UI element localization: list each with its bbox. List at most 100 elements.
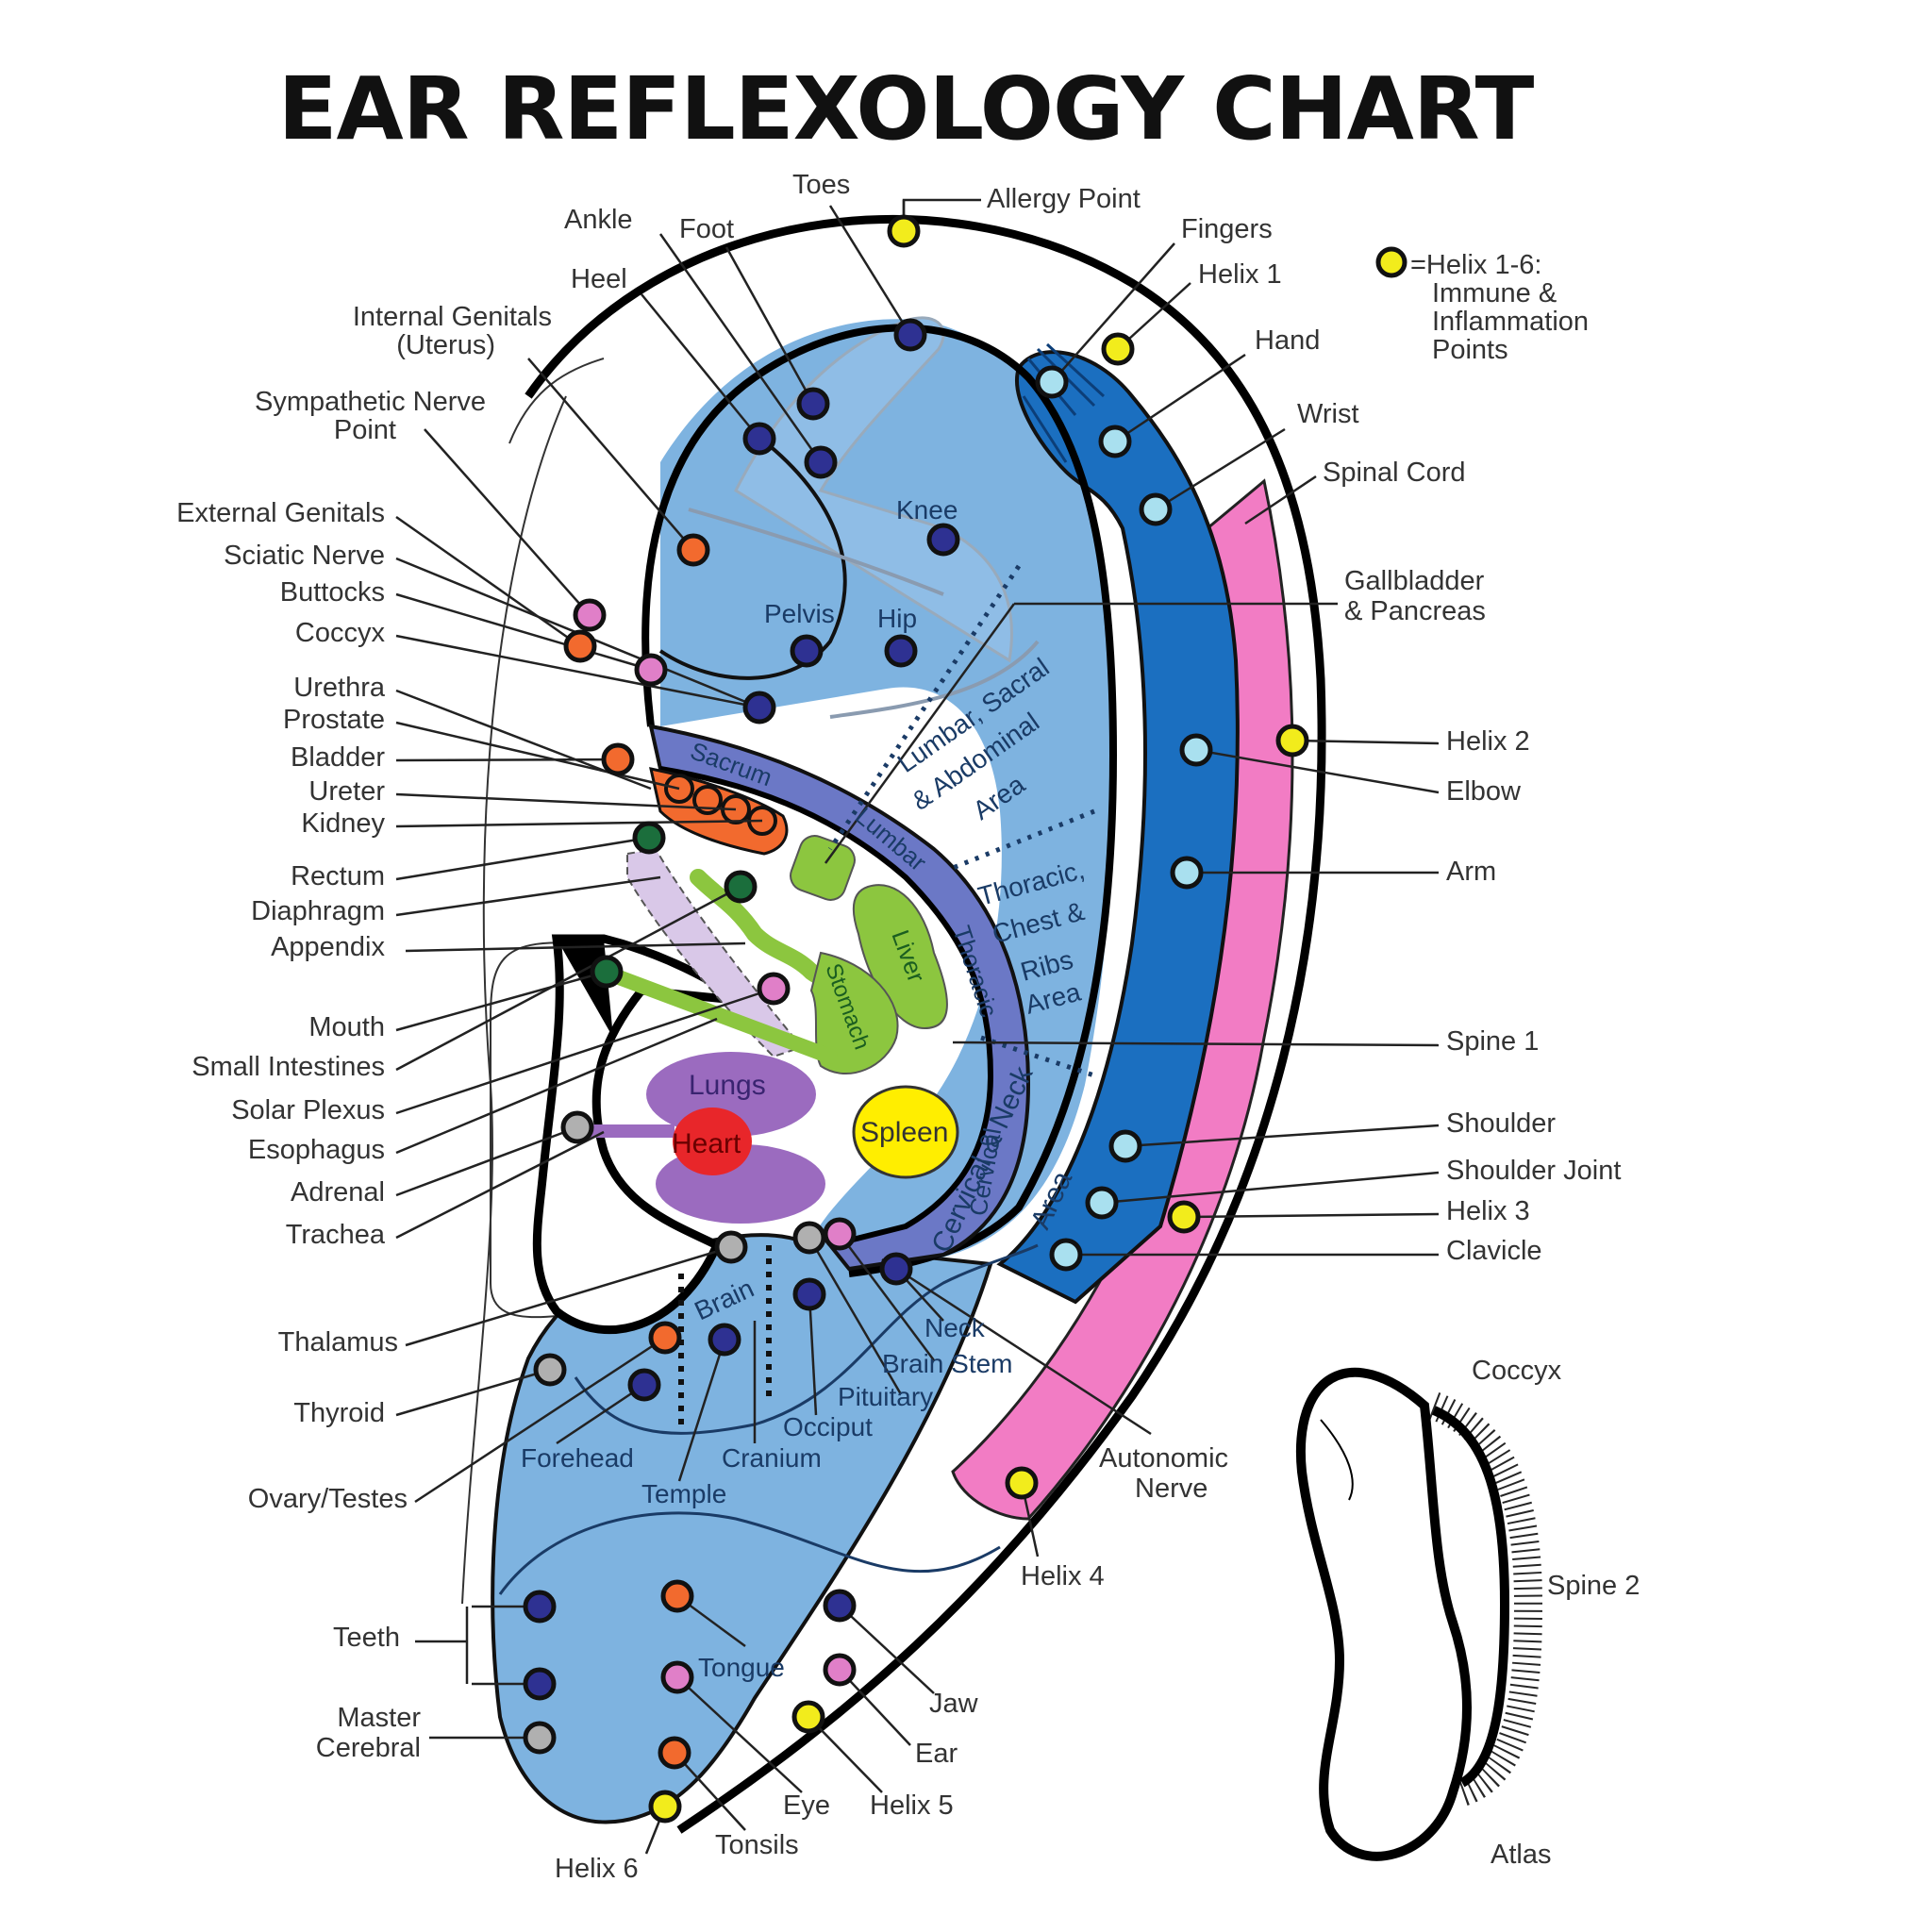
outer-guide-line-2 (461, 395, 567, 1605)
gallbladder-shape (790, 835, 856, 901)
temple-point (708, 1323, 741, 1357)
label-gallbladder: Gallbladder (1344, 566, 1485, 596)
elbow-point-leader (1195, 748, 1440, 794)
diaphragm-leader (395, 875, 661, 917)
label-solar-plexus: Solar Plexus (231, 1095, 385, 1125)
heel-point (742, 422, 776, 456)
organ-knee: Knee (896, 495, 958, 525)
ear-shapes (461, 215, 1326, 1834)
buttocks-point (634, 653, 668, 687)
label-thyroid: Thyroid (293, 1398, 385, 1428)
ear-point (823, 1653, 857, 1687)
label-sympathetic-nerve: Sympathetic Nerve (255, 387, 486, 417)
spleen-shape (852, 1085, 959, 1179)
pelvis-point (790, 634, 824, 668)
ureter-leader (395, 792, 737, 811)
label-uterus: (Uterus) (396, 330, 495, 360)
allergy-point (887, 214, 921, 248)
label-eye: Eye (783, 1790, 830, 1821)
ankle-point (804, 445, 838, 479)
organ-heart: Heart (672, 1128, 741, 1159)
foot-point (796, 387, 830, 421)
organ-lungs: Lungs (689, 1070, 766, 1101)
master-cerebral-point (523, 1721, 557, 1755)
label-buttocks: Buttocks (280, 577, 385, 608)
temple-point-leader (677, 1339, 726, 1482)
hip-point (884, 634, 918, 668)
spine2-dots (1428, 1391, 1543, 1807)
label-prostate: Prostate (283, 705, 385, 735)
label-ankle: Ankle (564, 205, 633, 235)
internal-genitals-point-leader (527, 358, 694, 551)
jaw-point (823, 1589, 857, 1623)
fingers-point-leader (1051, 242, 1175, 383)
inset-ear (1295, 1367, 1543, 1861)
label-inset-coccyx: Coccyx (1472, 1356, 1562, 1386)
organ-brain-stem: Brain Stem (882, 1349, 1013, 1378)
label-urethra: Urethra (293, 673, 386, 703)
adrenal-point (560, 1110, 594, 1144)
inset-ear-outline (1295, 1367, 1472, 1861)
organ-temple: Temple (641, 1479, 726, 1508)
jaw-point-leader (839, 1605, 935, 1694)
fingers-point (1035, 365, 1069, 399)
label-hand: Hand (1255, 325, 1320, 356)
organ-occiput: Occiput (783, 1412, 873, 1441)
helix-2-point (1275, 724, 1309, 758)
label-fingers: Fingers (1181, 214, 1273, 244)
label-small-intestines: Small Intestines (192, 1052, 385, 1082)
spine1-leader (952, 1041, 1440, 1047)
helix-3-point (1167, 1200, 1201, 1234)
ovary-point (648, 1321, 682, 1355)
label-helix-2: Helix 2 (1446, 726, 1530, 757)
organ-cranium: Cranium (722, 1443, 822, 1473)
organ-forehead: Forehead (521, 1443, 634, 1473)
foot-point-leader (724, 246, 815, 405)
allergy-point-elbow-leader (902, 198, 981, 217)
sympathetic-nerve-point-leader (424, 428, 591, 616)
internal-genitals-point (676, 533, 710, 567)
outer-guide-line (508, 358, 605, 444)
thyroid-point (533, 1353, 567, 1387)
label-nerve: Nerve (1135, 1474, 1208, 1504)
helix-5-point-leader (808, 1716, 883, 1793)
antihelix-border (641, 324, 1118, 1277)
stomach-shape (809, 951, 899, 1075)
sciatic-point (742, 691, 776, 724)
legend-line-1: =Helix 1-6: (1410, 250, 1541, 280)
label-helix-4: Helix 4 (1021, 1561, 1105, 1591)
occiput-point (792, 1277, 826, 1311)
lobe-face-line (574, 1243, 1039, 1435)
label-kidney: Kidney (301, 808, 385, 839)
label-shoulder-joint: Shoulder Joint (1446, 1156, 1621, 1186)
hand-arm-band (996, 350, 1240, 1305)
organ-tongue: Tongue (698, 1653, 785, 1682)
outer-labels: Internal Genitals (Uterus) Sympathetic N… (176, 170, 1640, 1884)
tongue-point (660, 1579, 694, 1613)
heel-point-leader (641, 293, 760, 440)
coccyx-leader (395, 634, 760, 709)
wrist-point-leader (1155, 427, 1286, 511)
pituitary-point (792, 1221, 826, 1255)
bladder-point (601, 742, 635, 776)
helix-1-point (1101, 332, 1135, 366)
chart-title: EAR REFLEXOLOGY CHART (277, 58, 1535, 159)
label-spine-1: Spine 1 (1446, 1026, 1539, 1057)
label-autonomic: Autonomic (1099, 1443, 1228, 1474)
elbow-point (1179, 733, 1213, 767)
label-external-genitals: External Genitals (176, 498, 385, 528)
label-inset-spine-2: Spine 2 (1547, 1571, 1640, 1601)
label-shoulder: Shoulder (1446, 1108, 1556, 1139)
label-heel: Heel (571, 264, 627, 294)
knee-point (926, 523, 960, 557)
mouth-point-leader (395, 970, 608, 1032)
label-spinal-cord: Spinal Cord (1323, 458, 1466, 488)
label-ureter: Ureter (308, 776, 385, 807)
label-coccyx: Coccyx (295, 618, 386, 648)
label-toes: Toes (792, 170, 850, 200)
liver-shape (852, 884, 948, 1030)
organ-pituitary: Pituitary (838, 1382, 933, 1411)
helix-5-point (791, 1700, 825, 1734)
label-clavicle: Clavicle (1446, 1236, 1542, 1266)
